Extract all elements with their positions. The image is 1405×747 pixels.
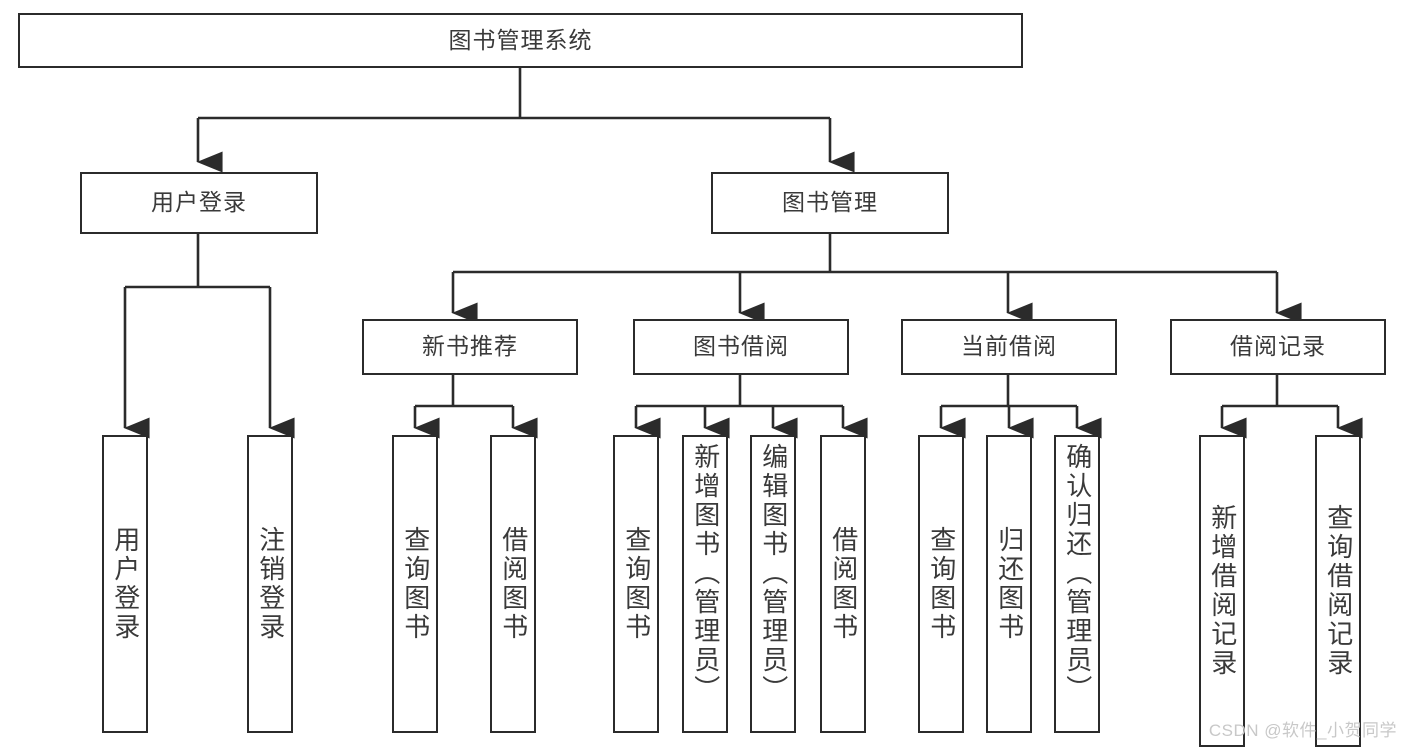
node-new-book-recommend[interactable]: 新书推荐 (362, 319, 578, 375)
node-book-manage-label: 图书管理 (782, 189, 878, 216)
node-leaf-bookborrow-add-label: 新增图书（管理员） (690, 443, 721, 704)
node-current-borrow-label: 当前借阅 (961, 333, 1057, 360)
node-leaf-bookborrow-add[interactable]: 新增图书（管理员） (682, 435, 728, 733)
node-leaf-currentborrow-return-label: 归还图书 (994, 526, 1025, 642)
node-leaf-bookborrow-query-label: 查询图书 (621, 526, 652, 642)
node-leaf-bookborrow-borrow[interactable]: 借阅图书 (820, 435, 866, 733)
node-leaf-newbook-borrow[interactable]: 借阅图书 (490, 435, 536, 733)
node-leaf-borrowrecord-query-label: 查询借阅记录 (1323, 504, 1354, 678)
node-leaf-bookborrow-borrow-label: 借阅图书 (828, 526, 859, 642)
node-user-login[interactable]: 用户登录 (80, 172, 318, 234)
node-current-borrow[interactable]: 当前借阅 (901, 319, 1117, 375)
node-leaf-user-login-signin[interactable]: 用户登录 (102, 435, 148, 733)
node-leaf-bookborrow-edit[interactable]: 编辑图书（管理员） (750, 435, 796, 733)
node-leaf-user-login-signin-label: 用户登录 (110, 526, 141, 642)
node-leaf-bookborrow-edit-label: 编辑图书（管理员） (758, 443, 789, 704)
node-leaf-currentborrow-confirm-label: 确认归还（管理员） (1062, 443, 1093, 704)
node-leaf-currentborrow-query[interactable]: 查询图书 (918, 435, 964, 733)
node-new-book-recommend-label: 新书推荐 (422, 333, 518, 360)
node-root-system[interactable]: 图书管理系统 (18, 13, 1023, 68)
node-leaf-borrowrecord-add-label: 新增借阅记录 (1207, 504, 1238, 678)
node-leaf-currentborrow-confirm[interactable]: 确认归还（管理员） (1054, 435, 1100, 733)
node-book-borrow[interactable]: 图书借阅 (633, 319, 849, 375)
node-leaf-currentborrow-return[interactable]: 归还图书 (986, 435, 1032, 733)
node-leaf-bookborrow-query[interactable]: 查询图书 (613, 435, 659, 733)
node-leaf-currentborrow-query-label: 查询图书 (926, 526, 957, 642)
node-book-borrow-label: 图书借阅 (693, 333, 789, 360)
node-leaf-user-login-signout-label: 注销登录 (255, 526, 286, 642)
node-leaf-newbook-query[interactable]: 查询图书 (392, 435, 438, 733)
node-book-manage[interactable]: 图书管理 (711, 172, 949, 234)
node-leaf-borrowrecord-query[interactable]: 查询借阅记录 (1315, 435, 1361, 747)
node-borrow-record-label: 借阅记录 (1230, 333, 1326, 360)
node-borrow-record[interactable]: 借阅记录 (1170, 319, 1386, 375)
node-leaf-newbook-borrow-label: 借阅图书 (498, 526, 529, 642)
node-leaf-borrowrecord-add[interactable]: 新增借阅记录 (1199, 435, 1245, 747)
node-leaf-newbook-query-label: 查询图书 (400, 526, 431, 642)
node-user-login-label: 用户登录 (151, 189, 247, 216)
node-leaf-user-login-signout[interactable]: 注销登录 (247, 435, 293, 733)
node-root-system-label: 图书管理系统 (448, 26, 593, 53)
